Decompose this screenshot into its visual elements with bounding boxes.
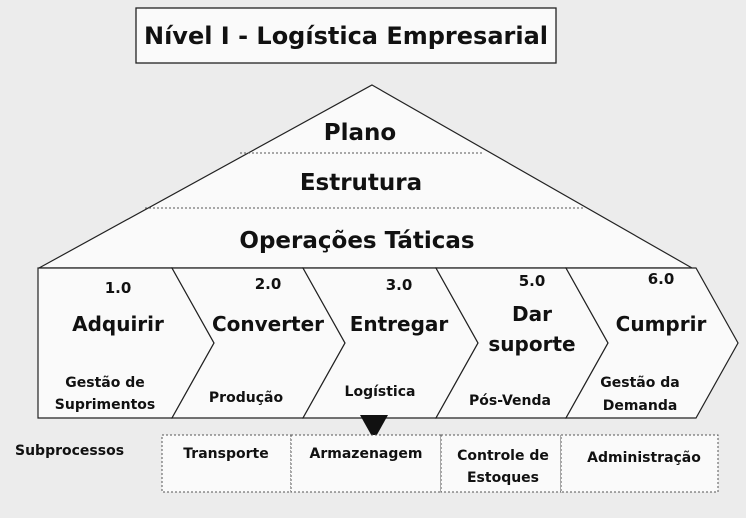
tier-estrutura: Estrutura (300, 170, 422, 196)
process-name: Entregar (350, 312, 449, 336)
process-chevron-5 (564, 267, 739, 419)
process-area: Pós-Venda (469, 393, 551, 409)
process-name: Dar (512, 302, 552, 326)
process-name: Adquirir (72, 312, 164, 336)
process-number: 2.0 (255, 275, 282, 293)
process-area: Produção (209, 390, 284, 406)
process-number: 6.0 (648, 270, 675, 288)
subprocess-item: Transporte (183, 446, 268, 462)
subprocess-box (161, 434, 292, 493)
tier-operacoes-taticas: Operações Táticas (239, 228, 474, 254)
process-name: Converter (212, 312, 324, 336)
subprocess-box (440, 434, 562, 493)
process-name: Cumprir (616, 312, 707, 336)
diagram-title: Nível I - Logística Empresarial (144, 22, 548, 50)
subprocess-item: Estoques (467, 470, 539, 486)
process-name: suporte (488, 332, 575, 356)
process-area: Suprimentos (55, 397, 155, 413)
subprocess-item: Armazenagem (310, 446, 423, 462)
process-number: 3.0 (386, 276, 413, 294)
tier-plano: Plano (324, 120, 396, 146)
process-number: 1.0 (105, 279, 132, 297)
subprocesses-label: Subprocessos (15, 443, 124, 459)
process-area: Logística (345, 384, 416, 400)
subprocess-boxes: Transporte Armazenagem Controle de Estoques… (161, 434, 719, 493)
subprocess-box (290, 434, 442, 493)
process-area: Demanda (603, 398, 678, 414)
process-number: 5.0 (519, 272, 546, 290)
down-arrow-marker (360, 415, 388, 440)
subprocess-item: Administração (587, 450, 701, 466)
subprocess-item: Controle de (457, 448, 549, 464)
title-box (135, 7, 557, 64)
subprocess-box (560, 434, 719, 493)
process-area: Gestão de (65, 375, 144, 391)
process-area: Gestão da (600, 375, 679, 391)
